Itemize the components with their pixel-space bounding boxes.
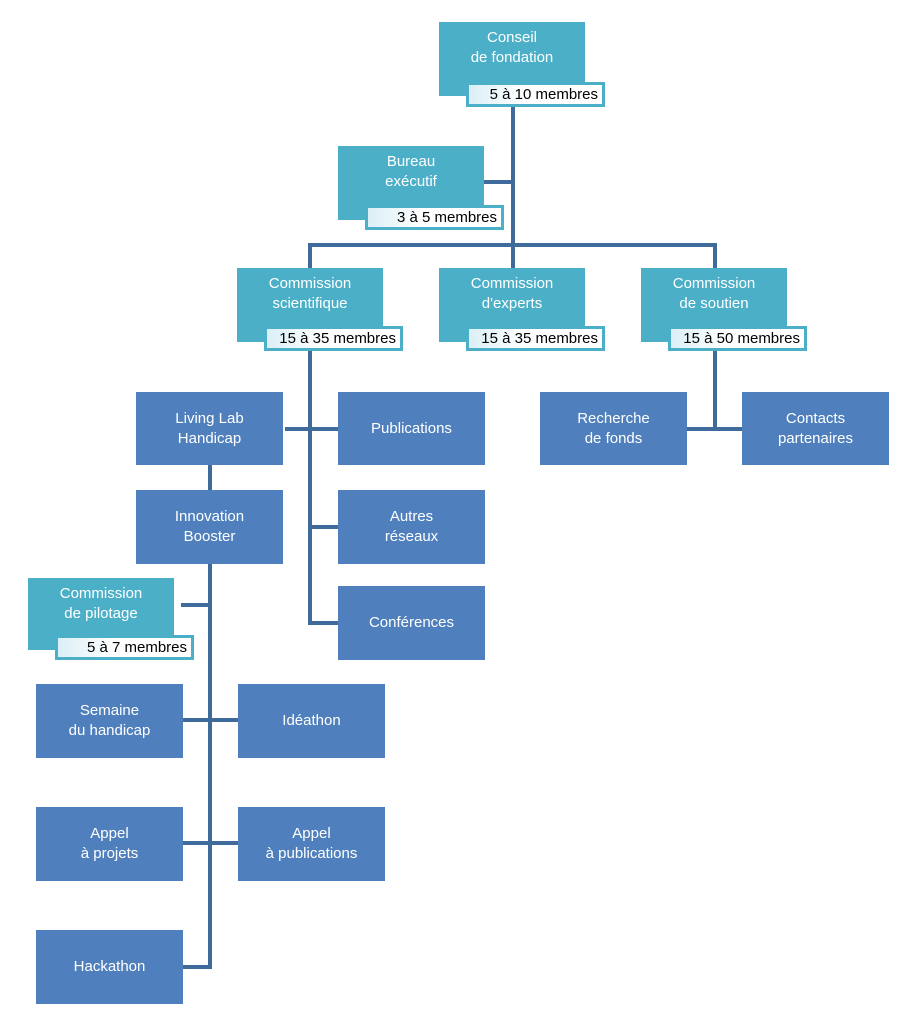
members-badge: 5 à 10 membres bbox=[466, 82, 605, 107]
node-label: Commission de soutien bbox=[672, 275, 756, 312]
node-ideathon: Idéathon bbox=[238, 684, 385, 758]
node-hackathon: Hackathon bbox=[36, 930, 183, 1004]
node-label: Conseil de fondation bbox=[470, 29, 554, 66]
node-label: Commission d'experts bbox=[470, 275, 554, 312]
node-label: Commission scientifique bbox=[268, 275, 352, 312]
members-text: 3 à 5 membres bbox=[396, 208, 497, 226]
members-badge: 15 à 35 membres bbox=[466, 326, 605, 351]
node-recherche-de-fonds: Recherche de fonds bbox=[540, 392, 687, 465]
members-text: 5 à 7 membres bbox=[86, 638, 187, 656]
members-badge: 5 à 7 membres bbox=[55, 635, 194, 660]
node-contacts-partenaires: Contacts partenaires bbox=[742, 392, 889, 465]
node-commission-scientifique: Commission scientifique bbox=[237, 268, 383, 342]
members-text: 5 à 10 membres bbox=[489, 85, 598, 103]
node-living-lab-handicap: Living Lab Handicap bbox=[136, 392, 283, 465]
node-label: Commission de pilotage bbox=[59, 585, 143, 622]
members-badge: 3 à 5 membres bbox=[365, 205, 504, 230]
members-text: 15 à 35 membres bbox=[279, 329, 396, 347]
node-appel-a-publications: Appel à publications bbox=[238, 807, 385, 881]
node-label: Bureau exécutif bbox=[385, 153, 437, 190]
members-text: 15 à 35 membres bbox=[481, 329, 598, 347]
members-badge: 15 à 50 membres bbox=[668, 326, 807, 351]
node-publications: Publications bbox=[338, 392, 485, 465]
node-appel-a-projets: Appel à projets bbox=[36, 807, 183, 881]
node-conseil-de-fondation: Conseil de fondation bbox=[439, 22, 585, 96]
members-badge: 15 à 35 membres bbox=[264, 326, 403, 351]
node-autres-reseaux: Autres réseaux bbox=[338, 490, 485, 564]
node-semaine-du-handicap: Semaine du handicap bbox=[36, 684, 183, 758]
members-text: 15 à 50 membres bbox=[683, 329, 800, 347]
node-conferences: Conférences bbox=[338, 586, 485, 660]
node-innovation-booster: Innovation Booster bbox=[136, 490, 283, 564]
